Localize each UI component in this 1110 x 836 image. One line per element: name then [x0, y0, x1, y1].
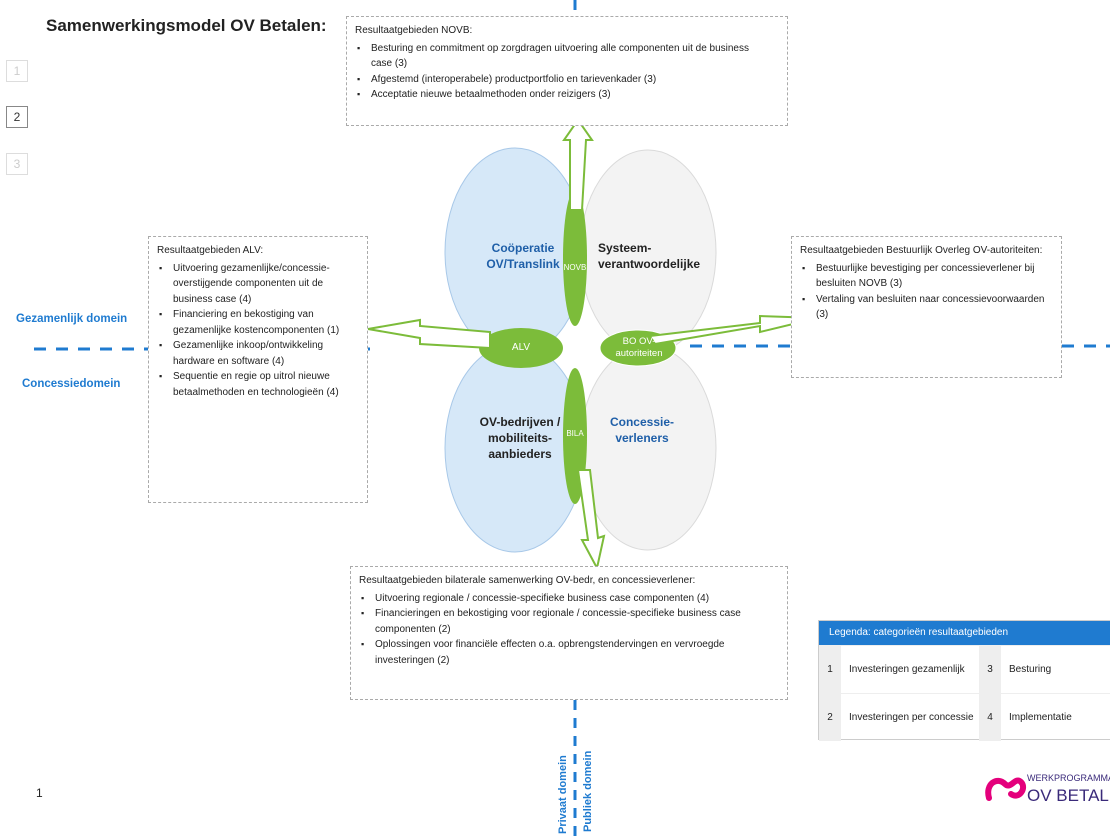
arrow-up [562, 118, 594, 211]
legend-title: Legenda: categorieën resultaatgebieden [819, 621, 1110, 645]
list-item-line: overstijgende componenten uit de [173, 278, 324, 289]
logo-line1: WERKPROGRAMMA [1027, 773, 1110, 783]
list-item: Acceptatie nieuwe betaalmethoden onder r… [357, 87, 779, 103]
list-item-line: Uitvoering gezamenlijke/concessie- [173, 262, 330, 274]
nav-item-2[interactable]: 2 [6, 106, 28, 128]
leaf-label-bo-line1: BO OV- [622, 336, 656, 347]
circle-concessieverleners [579, 345, 717, 551]
logo-mark [985, 777, 1027, 801]
list-item-line: Oplossingen voor financiële effecten o.a… [375, 639, 725, 650]
list-item-line: Bestuurlijke bevestiging per concessieve… [816, 262, 1035, 274]
result-box-bo: Resultaatgebieden Bestuurlijk Overleg OV… [791, 236, 1062, 378]
list-item-line: Gezamenlijke inkoop/ontwikkeling [173, 340, 324, 351]
legend: Legenda: categorieën resultaatgebieden 1… [818, 620, 1110, 741]
domain-label-publiek: Publiek domein [582, 750, 594, 832]
list-item-line: Financieringen en bekostiging voor regio… [375, 608, 741, 619]
arrow-right [648, 314, 819, 346]
list-item-line: Besturing en commitment op zorgdragen ui… [371, 42, 749, 54]
legend-text: Besturing [1009, 664, 1052, 675]
list-item-line: componenten (2) [375, 623, 451, 635]
result-box-bila-header: Resultaatgebieden bilaterale samenwerkin… [359, 575, 696, 586]
leaf-label-novb: NOVB [563, 263, 587, 272]
arrow-down [576, 469, 606, 571]
circle-label-ov-bedrijven-line1: OV-bedrijven / [479, 415, 561, 429]
legend-row: 1 Investeringen gezamenlijk 3 Besturing [819, 645, 1110, 693]
list-item: Afgestemd (interoperabele) productportfo… [357, 72, 779, 88]
list-item-line: Uitvoering regionale / concessie-specifi… [375, 592, 710, 604]
leaf-label-alv: ALV [511, 342, 531, 353]
circle-label-ov-bedrijven-line3: aanbieders [488, 447, 552, 461]
legend-row: 2 Investeringen per concessie 4 Implemen… [819, 693, 1110, 741]
list-item-line: besluiten NOVB (3) [816, 278, 903, 289]
list-item: Besturing en commitment op zorgdragen ui… [357, 41, 779, 72]
list-item: Financieringen en bekostiging voor regio… [361, 606, 779, 637]
legend-text: Implementatie [1009, 712, 1072, 723]
list-item: Bestuurlijke bevestiging per concessieve… [802, 261, 1053, 292]
legend-number: 1 [819, 646, 841, 693]
circle-label-ov-bedrijven-line2: mobiliteits- [487, 431, 552, 445]
arrow-left [367, 318, 491, 350]
circle-label-concessieverleners: Concessie- verleners [596, 414, 688, 446]
logo-icon: WERKPROGRAMMA OV BETALEN [985, 773, 1110, 805]
circle-label-systeem-line2: verantwoordelijke [598, 257, 701, 271]
list-item-line: investeringen (2) [375, 654, 450, 666]
legend-number: 4 [979, 694, 1001, 741]
list-item: Vertaling van besluiten naar concessievo… [802, 292, 1053, 323]
circle-label-concessieverleners-line2: verleners [615, 431, 669, 445]
result-box-bila: Resultaatgebieden bilaterale samenwerkin… [350, 566, 788, 700]
circle-label-systeem: Systeem- verantwoordelijke [598, 240, 712, 272]
result-box-novb-header: Resultaatgebieden NOVB: [355, 25, 473, 36]
circle-label-cooperatie-line2: OV/Translink [486, 257, 560, 271]
list-item-line: Afgestemd (interoperabele) productportfo… [371, 73, 657, 85]
list-item: Uitvoering gezamenlijke/concessie-overst… [159, 261, 359, 308]
leaf-label-bila: BILA [566, 429, 584, 438]
leaf-label-bo: BO OV- autoriteiten [604, 336, 674, 360]
page-title: Samenwerkingsmodel OV Betalen: [46, 16, 327, 35]
list-item: Sequentie en regie op uitrol nieuwe betaa… [159, 369, 359, 400]
legend-text: Investeringen gezamenlijk [849, 664, 965, 675]
result-box-bo-header: Resultaatgebieden Bestuurlijk Overleg OV… [800, 245, 1043, 256]
result-box-novb: Resultaatgebieden NOVB: Besturing en com… [346, 16, 788, 126]
list-item-line: Financiering en bekostiging van [173, 309, 314, 320]
leaf-alv [479, 328, 563, 368]
list-item: Oplossingen voor financiële effecten o.a… [361, 637, 779, 668]
logo-line2: OV BETALEN [1027, 786, 1110, 805]
result-box-alv-header: Resultaatgebieden ALV: [157, 245, 264, 256]
list-item-line: Sequentie en regie op uitrol nieuwe [173, 371, 330, 382]
nav-item-1[interactable]: 1 [6, 60, 28, 82]
list-item-line: betaalmethoden en technologieën (4) [173, 386, 339, 398]
legend-number: 2 [819, 694, 841, 741]
nav-item-3[interactable]: 3 [6, 153, 28, 175]
list-item-line: Acceptatie nieuwe betaalmethoden onder r… [371, 89, 611, 100]
circle-label-concessieverleners-line1: Concessie- [609, 415, 675, 429]
circle-label-systeem-line1: Systeem- [598, 241, 652, 255]
leaf-label-bo-line2: autoriteiten [615, 348, 663, 359]
werkprogramma-logo: WERKPROGRAMMA OV BETALEN [985, 764, 1110, 814]
page-number: 1 [36, 786, 43, 800]
list-item: Gezamenlijke inkoop/ontwikkeling hardware… [159, 338, 359, 369]
list-item-line: Vertaling van besluiten naar concessievo… [816, 293, 1045, 305]
circle-label-cooperatie-line1: Coöperatie [491, 241, 555, 255]
list-item-line: hardware en software (4) [173, 355, 285, 367]
circle-label-cooperatie: Coöperatie OV/Translink [478, 240, 568, 272]
domain-label-gezamenlijk: Gezamenlijk domein [16, 313, 128, 325]
legend-number: 3 [979, 646, 1001, 693]
list-item-line: (3) [816, 309, 829, 320]
list-item-line: gezamenlijke kostencomponenten (1) [173, 324, 340, 336]
list-item: Uitvoering regionale / concessie-specifi… [361, 591, 779, 607]
result-box-alv: Resultaatgebieden ALV: Uitvoering gezame… [148, 236, 368, 503]
leaf-novb [563, 190, 587, 326]
circle-label-ov-bedrijven: OV-bedrijven / mobiliteits- aanbieders [470, 414, 570, 462]
list-item-line: business case (4) [173, 293, 252, 305]
domain-label-concessie: Concessiedomein [22, 378, 121, 390]
list-item: Financiering en bekostiging van gezamenli… [159, 307, 359, 338]
domain-label-privaat: Privaat domein [557, 755, 569, 834]
legend-text: Investeringen per concessie [849, 712, 974, 723]
list-item-line: case (3) [371, 58, 408, 69]
